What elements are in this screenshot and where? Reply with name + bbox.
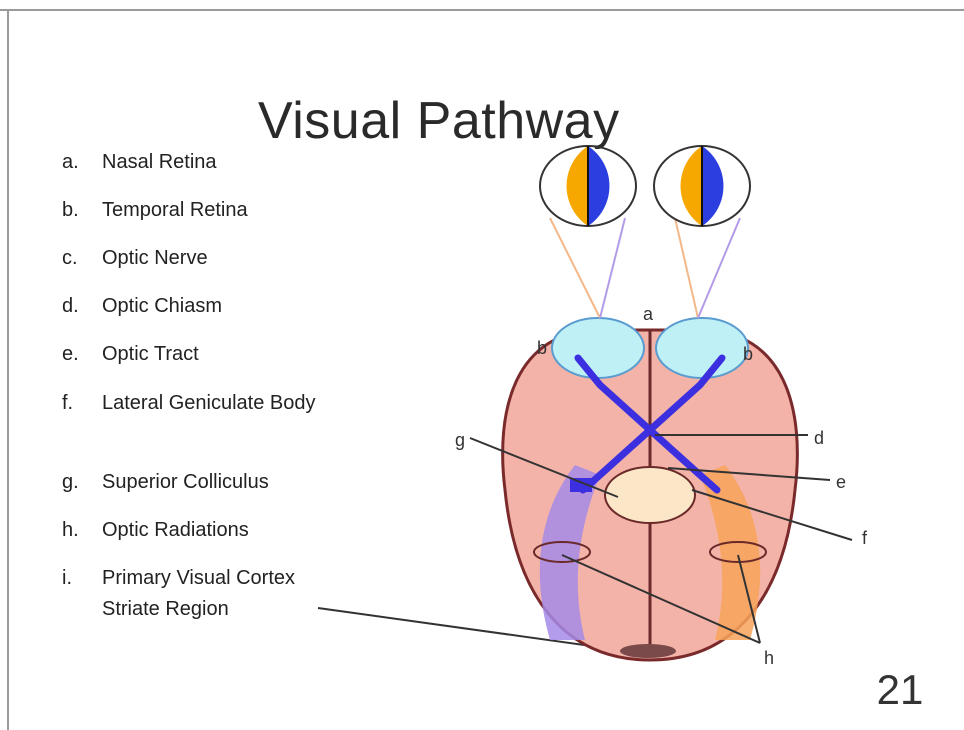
legend-letter: h.	[62, 515, 96, 546]
label-e: e	[836, 472, 846, 492]
left-optic-nerve-region	[552, 318, 644, 378]
left-eye	[540, 146, 636, 226]
legend-letter: a.	[62, 147, 96, 178]
right-optic-nerve-region	[656, 318, 748, 378]
legend-letter: f.	[62, 388, 96, 419]
legend-letter: b.	[62, 195, 96, 226]
legend-letter: d.	[62, 291, 96, 322]
left-eye-temporal-half	[588, 146, 609, 226]
visual-field-line	[675, 218, 698, 318]
legend-letter: e.	[62, 339, 96, 370]
label-h: h	[764, 648, 774, 668]
right-eye-temporal-half	[702, 146, 723, 226]
left-eye-nasal-half	[567, 146, 588, 226]
legend-letter: c.	[62, 243, 96, 274]
label-d: d	[814, 428, 824, 448]
legend-letter: i.	[62, 563, 96, 594]
legend-list: a. Nasal Retina b. Temporal Retina c. Op…	[0, 0, 340, 700]
label-b-left: b	[537, 338, 547, 358]
primary-visual-cortex	[620, 644, 676, 658]
label-a: a	[643, 304, 654, 324]
visual-field-line	[600, 218, 625, 318]
label-b-right: b	[743, 344, 753, 364]
visual-pathway-diagram: a b b d e f g h	[300, 130, 900, 690]
legend-letter: g.	[62, 467, 96, 498]
visual-field-line	[550, 218, 600, 318]
label-g: g	[455, 430, 465, 450]
midbrain	[605, 467, 695, 523]
label-f: f	[862, 528, 868, 548]
right-eye-nasal-half	[681, 146, 702, 226]
page-number: 21	[862, 664, 938, 716]
right-eye	[654, 146, 750, 226]
visual-field-line	[698, 218, 740, 318]
